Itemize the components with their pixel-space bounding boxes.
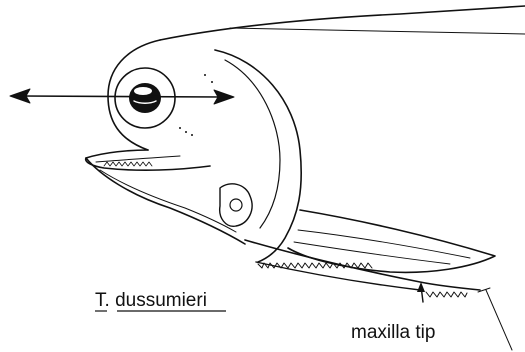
upper-jaw-inner xyxy=(96,156,180,162)
maxilla-tip-pointer xyxy=(417,282,425,302)
lower-jaw-inner xyxy=(100,170,236,232)
dorsal-outline xyxy=(160,6,525,40)
pore-dot xyxy=(185,131,187,133)
double-headed-arrow-icon xyxy=(10,89,234,104)
pectoral-fin-ray-2 xyxy=(294,242,450,264)
pore-dot xyxy=(179,127,181,129)
reference-line xyxy=(478,288,512,350)
pore-dot xyxy=(211,81,213,83)
articulation-knob xyxy=(230,199,242,211)
jaw-articulation xyxy=(220,184,252,226)
dorsal-inner-line xyxy=(230,28,525,34)
species-label: T. dussumieri xyxy=(95,290,207,311)
maxilla-tip-label: maxilla tip xyxy=(351,322,435,343)
upper-teeth xyxy=(104,162,152,166)
pore-dot xyxy=(204,74,206,76)
pore-dot xyxy=(191,134,193,136)
species-name-rest: dussumieri xyxy=(115,290,207,311)
maxilla-teeth-far xyxy=(426,292,467,297)
operculum-outline xyxy=(215,50,301,262)
pectoral-fin-ray-1 xyxy=(298,230,470,258)
eye-highlight xyxy=(134,87,152,95)
upper-jaw xyxy=(86,150,210,170)
